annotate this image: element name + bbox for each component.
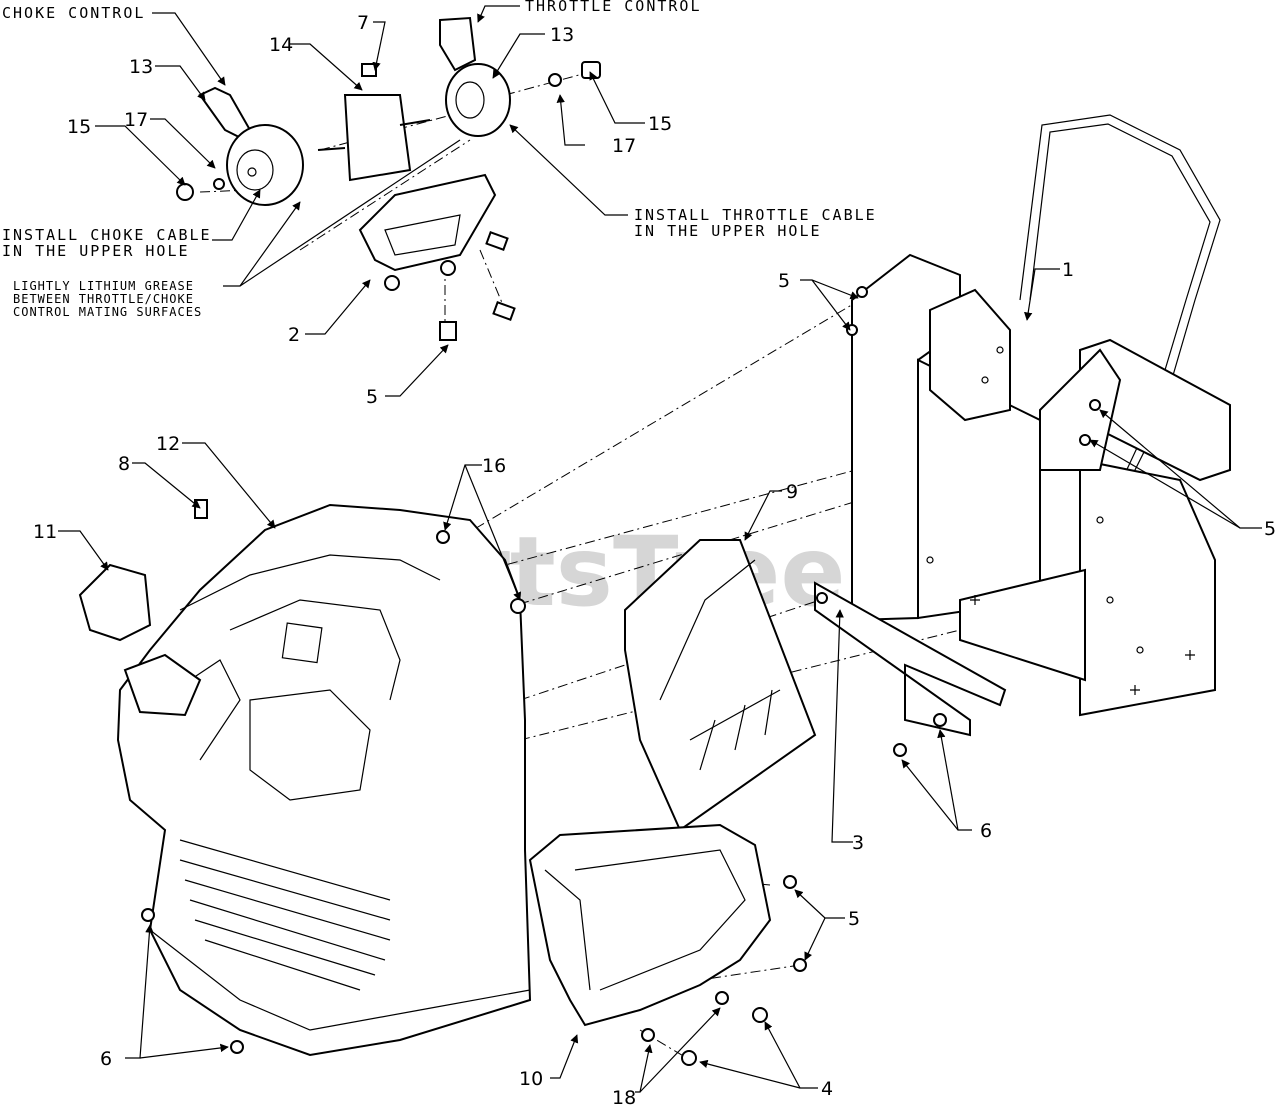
hood-12: [116, 503, 532, 1057]
callout-11: 11: [33, 521, 57, 543]
notes: CHOKE CONTROL THROTTLE CONTROL INSTALL C…: [2, 0, 877, 319]
control-bracket-2: [358, 173, 497, 291]
callout-3: 3: [852, 832, 864, 854]
callout-15b: 15: [648, 113, 672, 135]
callout-5b: 5: [366, 386, 378, 408]
bracket-3: [814, 581, 1007, 737]
choke-control-label: CHOKE CONTROL: [2, 4, 145, 22]
callout-2: 2: [288, 324, 300, 346]
grease-note-line-2: BETWEEN THROTTLE/CHOKE: [13, 292, 194, 306]
callout-16: 16: [482, 455, 506, 477]
callout-15a: 15: [67, 116, 91, 138]
leader-lines: [58, 5, 1262, 1093]
callout-17b: 17: [612, 135, 636, 157]
callout-18: 18: [612, 1087, 636, 1109]
callout-4: 4: [821, 1078, 833, 1100]
callouts: 1 2 3 4 5 5 5 5 6 6 7 8 9 10 11 12 13 13…: [33, 12, 1276, 1109]
callout-6b: 6: [100, 1048, 112, 1070]
callout-8: 8: [118, 453, 130, 475]
callout-5c: 5: [1264, 518, 1276, 540]
small-hardware: [78, 61, 1101, 1066]
side-panel-10: [528, 823, 772, 1027]
callout-13a: 13: [129, 56, 153, 78]
callout-10: 10: [519, 1068, 543, 1090]
callout-12: 12: [156, 433, 180, 455]
callout-5a: 5: [778, 270, 790, 292]
callout-17a: 17: [124, 109, 148, 131]
callout-14: 14: [269, 34, 293, 56]
install-throttle-line-1: INSTALL THROTTLE CABLE: [634, 206, 877, 224]
shroud-9: [624, 539, 817, 832]
throttle-control-label: THROTTLE CONTROL: [525, 0, 702, 15]
control-pivot-14: [317, 94, 431, 182]
callout-13b: 13: [550, 24, 574, 46]
install-choke-line-1: INSTALL CHOKE CABLE: [2, 226, 212, 244]
grease-note-line-1: LIGHTLY LITHIUM GREASE: [13, 279, 194, 293]
callout-7: 7: [357, 12, 369, 34]
grease-note-line-3: CONTROL MATING SURFACES: [13, 305, 202, 319]
install-choke-line-2: IN THE UPPER HOLE: [2, 242, 190, 260]
install-throttle-line-2: IN THE UPPER HOLE: [634, 222, 822, 240]
choke-control-assembly: [198, 86, 304, 206]
frame-dash-panel: [851, 114, 1231, 717]
callout-6a: 6: [980, 820, 992, 842]
callout-9: 9: [786, 481, 798, 503]
callout-1: 1: [1062, 259, 1074, 281]
callout-5d: 5: [848, 908, 860, 930]
throttle-control-assembly: [439, 16, 511, 137]
